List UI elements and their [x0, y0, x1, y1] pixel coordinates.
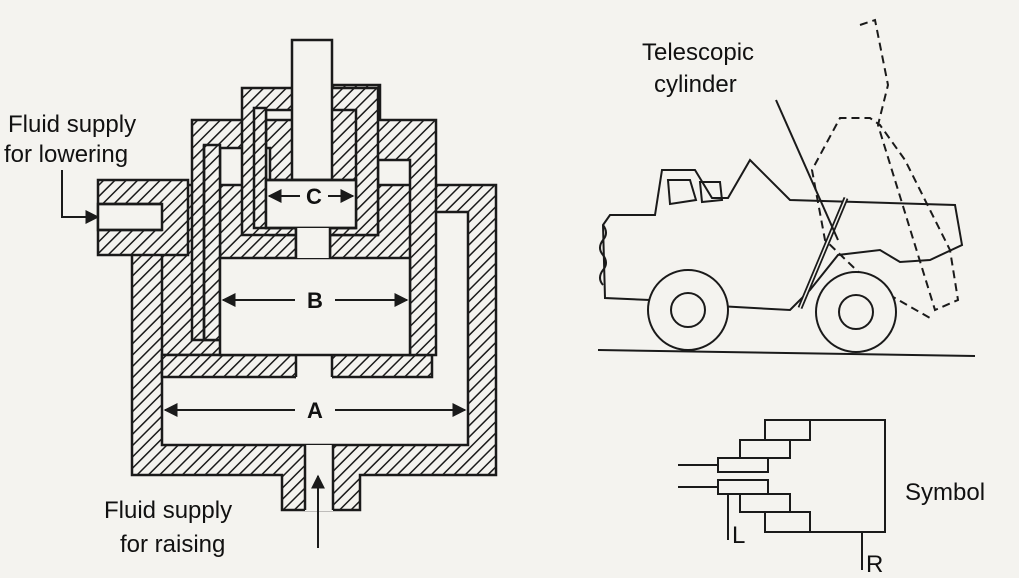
raising-label-line1: Fluid supply [104, 497, 232, 524]
symbol-label: Symbol [905, 479, 985, 506]
dimension-lines [61, 170, 467, 548]
rear-wheel [815, 271, 897, 353]
lowering-label-line1: Fluid supply [8, 111, 136, 138]
tilted-bed [810, 18, 960, 319]
dim-b-label: B [307, 288, 323, 313]
cylinder-section [96, 38, 498, 512]
dump-truck [597, 18, 976, 357]
ground-line [597, 349, 976, 357]
telescopic-label-line1: Telescopic [642, 39, 754, 66]
hydraulic-symbol [678, 419, 886, 570]
symbol-stage-middle [739, 439, 791, 459]
raising-label-line2: for raising [120, 531, 225, 558]
lowering-label-line2: for lowering [4, 141, 128, 168]
front-wheel [647, 269, 729, 351]
port-l-label: L [732, 522, 745, 549]
port-r-label: R [866, 551, 883, 578]
lowering-leader [61, 170, 100, 224]
dim-a-label: A [307, 398, 323, 423]
telescopic-label-line2: cylinder [654, 71, 737, 98]
piston-rod [290, 38, 334, 182]
dim-c-label: C [306, 184, 322, 209]
telescopic-pointer [775, 99, 839, 241]
symbol-stage-inner [717, 457, 769, 473]
